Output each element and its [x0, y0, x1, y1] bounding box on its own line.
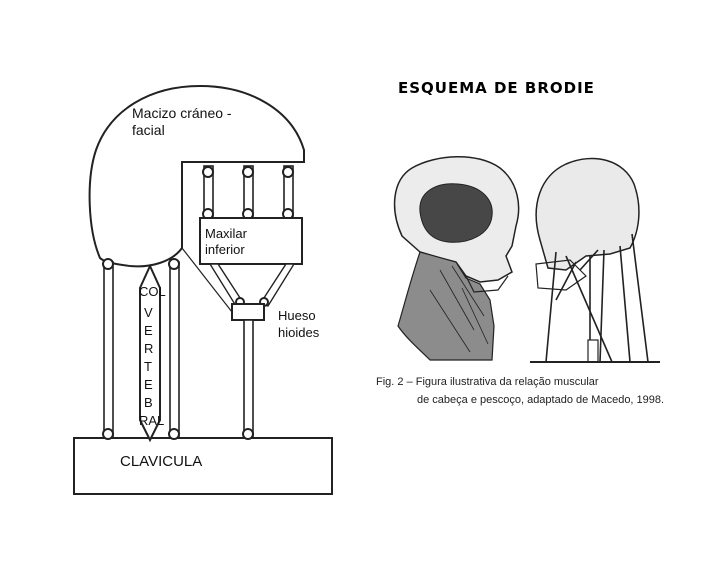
- brain-mass: [419, 183, 493, 243]
- hyoid-block: [231, 303, 265, 321]
- spine-letter: T: [144, 359, 152, 374]
- jaw-line: [465, 275, 509, 293]
- posterior-neck-rods: [102, 258, 180, 440]
- mandible-label-line1: Maxilar: [205, 226, 248, 241]
- spine-letter: R: [144, 341, 153, 356]
- head-cross-section: [393, 156, 520, 361]
- skull-with-rods: [530, 157, 660, 363]
- spine-letter: COL: [139, 284, 166, 299]
- clavicle-label: CLAVICULA: [120, 453, 202, 470]
- spine-letter: E: [144, 323, 153, 338]
- spine-letter: E: [144, 377, 153, 392]
- infrahyoid-rod: [181, 247, 254, 440]
- anatomical-illustration: [393, 156, 660, 363]
- skull-label-line1: Macizo cráneo -: [132, 105, 232, 121]
- figure-title: ESQUEMA DE BRODIE: [398, 79, 595, 97]
- masticatory-rods: [202, 165, 294, 220]
- spine-letter: RAL: [139, 413, 164, 428]
- neck-muscles: [397, 251, 495, 361]
- figure-caption-line1: Fig. 2 – Figura ilustrativa da relação m…: [376, 376, 599, 388]
- spine-letter: B: [144, 395, 153, 410]
- skull-profile: [535, 157, 640, 271]
- hyoid-label-line1: Hueso: [278, 308, 316, 323]
- spine-letter: V: [144, 305, 153, 320]
- skull-label-line2: facial: [132, 122, 165, 138]
- mandible-label-line2: inferior: [205, 242, 245, 257]
- figure-caption-line2: de cabeça e pescoço, adaptado de Macedo,…: [417, 394, 664, 406]
- hyoid-label-line2: hioides: [278, 325, 320, 340]
- vertebral-column: [139, 263, 161, 443]
- left-mechanical-diagram: Macizo cráneo - facial Maxilar inferior …: [73, 84, 333, 495]
- spine-label: COL V E R T E B RAL: [139, 284, 166, 428]
- mandible-block: [199, 217, 303, 265]
- clavicle-block: [73, 437, 333, 495]
- skull-dome: [88, 84, 305, 268]
